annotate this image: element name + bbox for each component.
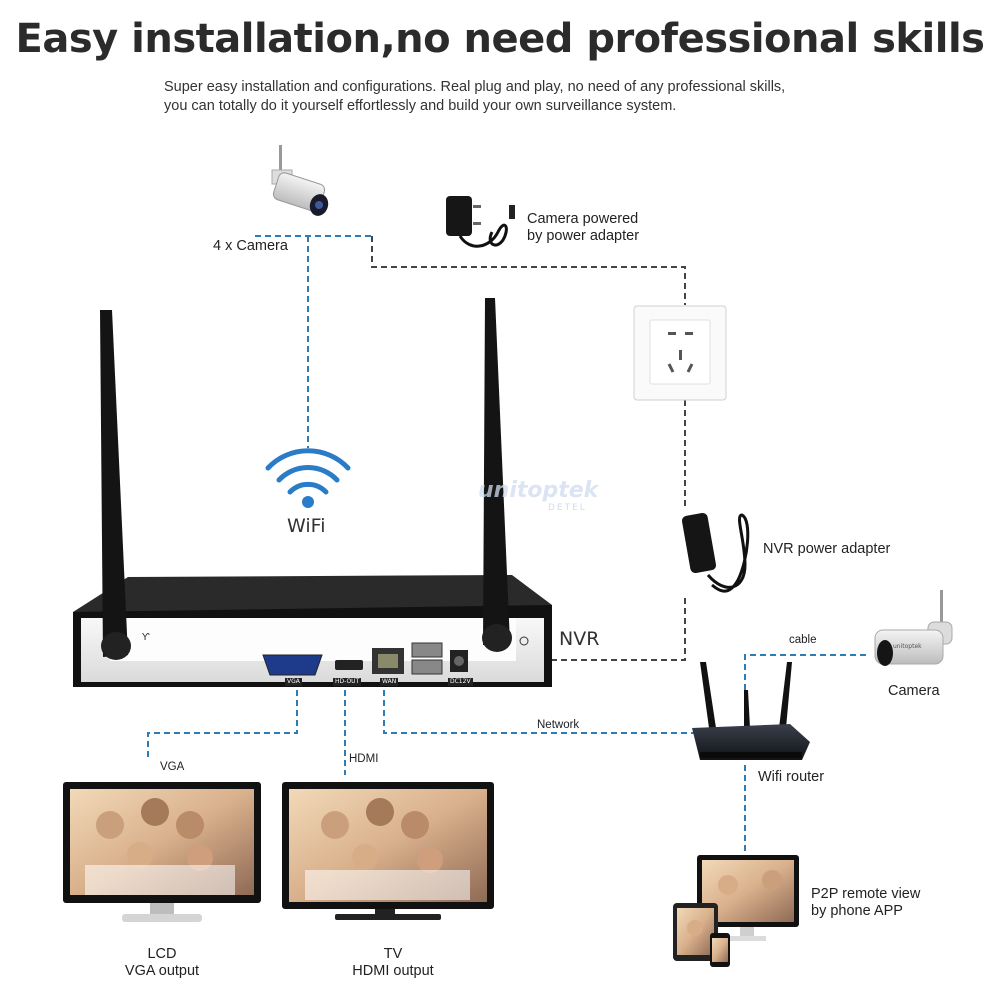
- label-tv-line-2: HDMI output: [352, 963, 434, 979]
- network-cable-line: [383, 690, 732, 734]
- label-lcd: LCD VGA output: [92, 946, 232, 980]
- watermark-logo: unitoptek: [478, 478, 599, 503]
- wifi-link-lines: [147, 235, 870, 855]
- camera-cable-line: [744, 654, 870, 700]
- port-label-hdmi: HD-OUT: [333, 678, 362, 686]
- label-vga: VGA: [160, 761, 185, 773]
- label-lcd-line-1: LCD: [147, 946, 177, 962]
- svg-text:Ƴ: Ƴ: [141, 632, 150, 643]
- port-label-vga: VGA: [285, 678, 302, 686]
- label-nvr-power-adapter: NVR power adapter: [763, 541, 891, 557]
- label-camera-powered-line-2: by power adapter: [527, 228, 640, 244]
- camera-icon: [271, 145, 329, 216]
- power-adapter-icon: [446, 196, 515, 248]
- subtitle-line-1: Super easy installation and configuratio…: [164, 79, 786, 95]
- port-label-dc: DC12V: [448, 678, 473, 686]
- label-network: Network: [537, 719, 580, 731]
- tv-icon: [282, 782, 494, 920]
- subtitle: Super easy installation and configuratio…: [164, 78, 864, 116]
- page-title: Easy installation,no need professional s…: [15, 16, 985, 62]
- nvr-icon: Ƴ: [73, 575, 552, 687]
- label-wifi: WiFi: [287, 515, 326, 537]
- label-wifi-router: Wifi router: [758, 769, 825, 785]
- subtitle-line-2: you can totally do it yourself effortles…: [164, 98, 677, 114]
- label-p2p-line-1: P2P remote view: [811, 886, 921, 902]
- antenna-icon: [100, 298, 512, 660]
- label-tv-line-1: TV: [383, 946, 403, 962]
- wifi-icon: [265, 448, 351, 508]
- label-p2p: P2P remote view by phone APP: [811, 886, 920, 920]
- label-nvr: NVR: [559, 628, 600, 650]
- label-tv: TV HDMI output: [323, 946, 463, 980]
- svg-text:unitoptek: unitoptek: [893, 643, 922, 650]
- label-camera-count: 4 x Camera: [213, 238, 288, 254]
- monitor-icon: [63, 782, 261, 922]
- label-hdmi: HDMI: [349, 753, 379, 765]
- wall-socket-icon: [633, 305, 727, 401]
- label-lcd-line-2: VGA output: [124, 963, 200, 979]
- router-icon: [692, 662, 810, 760]
- camera-power-line: [371, 236, 686, 305]
- port-label-wan: WAN: [380, 678, 399, 686]
- watermark-sub: DETEL: [548, 503, 587, 513]
- phone-tablet-icon: [673, 855, 799, 967]
- label-p2p-line-2: by phone APP: [811, 903, 903, 919]
- label-camera-powered: Camera powered by power adapter: [527, 211, 639, 245]
- label-camera: Camera: [888, 683, 940, 699]
- camera-icon-right: unitoptek: [874, 590, 953, 666]
- nvr-power-adapter-icon: [681, 512, 750, 593]
- label-cable: cable: [789, 634, 817, 646]
- label-camera-powered-line-1: Camera powered: [527, 211, 639, 227]
- vga-cable-line: [147, 690, 298, 760]
